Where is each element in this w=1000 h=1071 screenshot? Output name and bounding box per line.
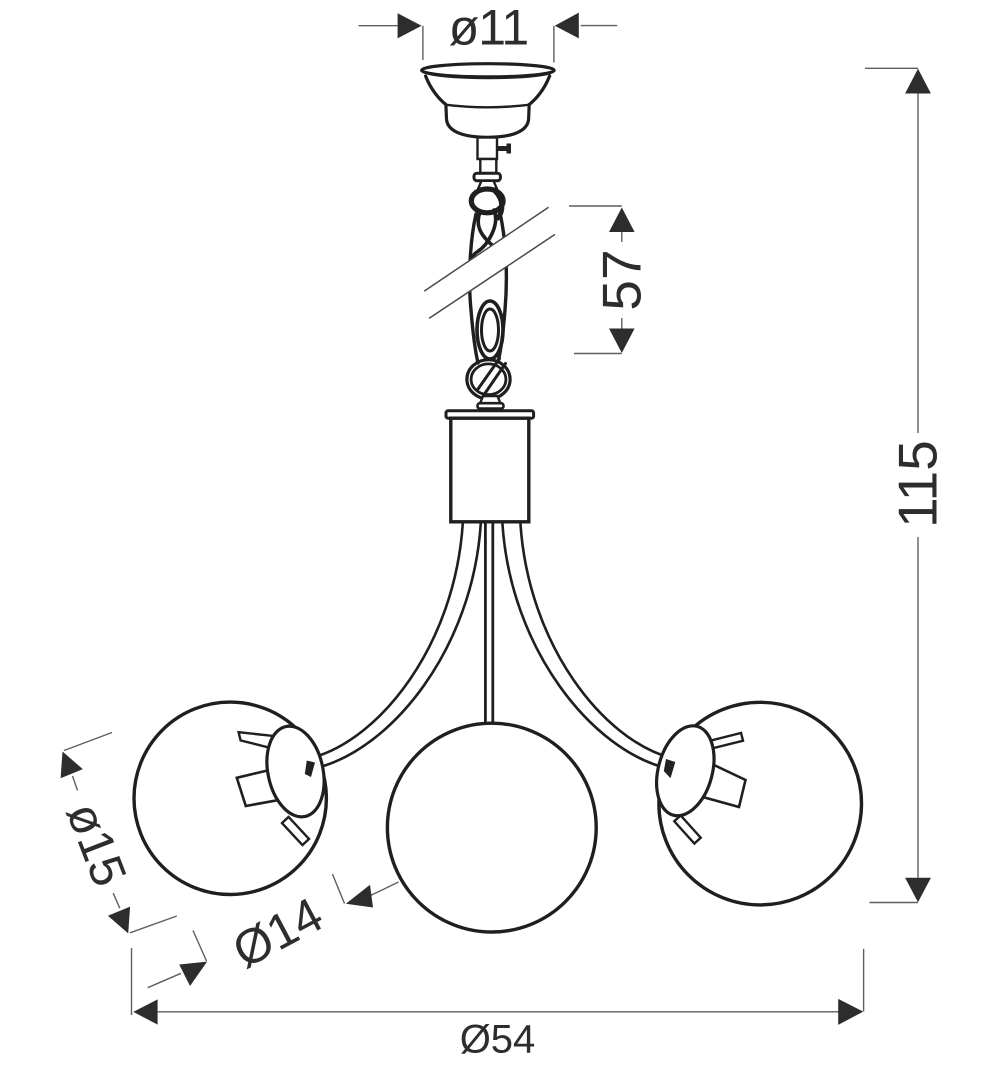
svg-text:57: 57 [590,249,652,310]
svg-text:115: 115 [886,440,948,528]
svg-text:ø11: ø11 [449,0,528,56]
svg-text:Ø54: Ø54 [460,1018,536,1062]
